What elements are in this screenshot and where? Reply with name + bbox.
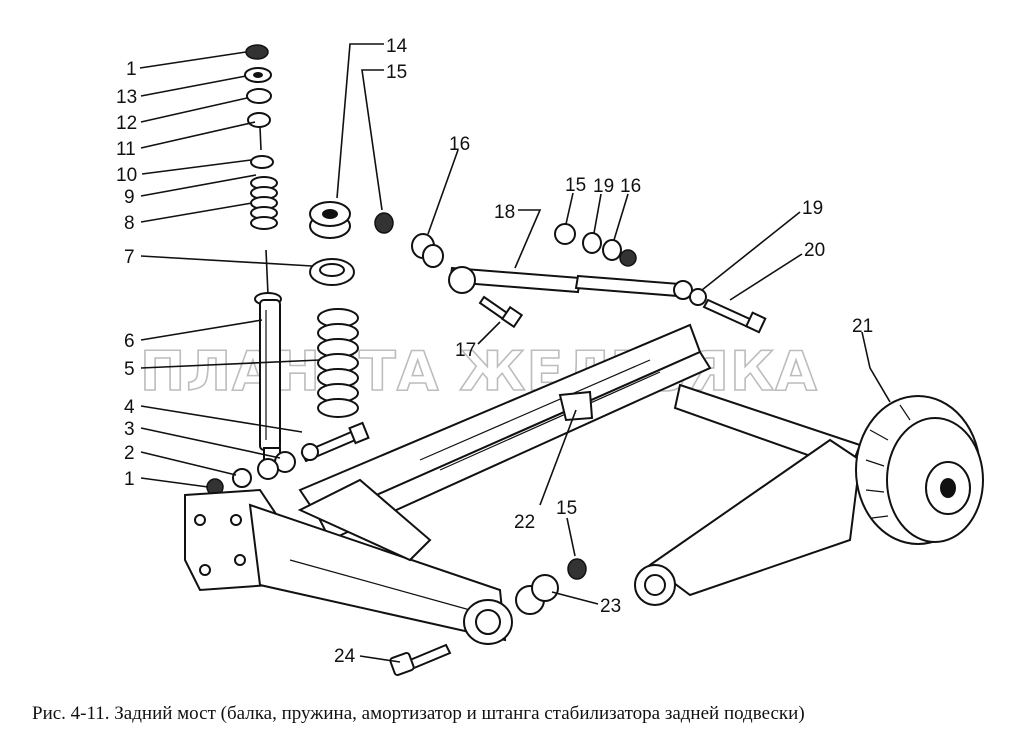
lower-shock-fasteners [206,421,370,496]
rubber-insulator [309,258,355,286]
callout-16: 16 [449,134,470,155]
callout-17: 17 [455,340,476,361]
callout-20: 20 [804,240,825,261]
callout-1: 1 [126,59,137,80]
callout-9: 9 [124,187,135,208]
leader-lines [139,43,891,663]
callout-3: 3 [124,419,135,440]
callout-labels: 1 13 12 11 10 9 8 7 6 5 4 3 2 1 14 15 16… [116,36,873,667]
callout-2: 2 [124,443,135,464]
right-trailing-arm [634,383,862,606]
nut [567,558,587,580]
stabilizer-bar [448,266,693,300]
watermark: ПЛАНЕТА ЖЕЛЕЗЯКА [140,340,818,403]
brake-drum [855,395,984,545]
bolt [478,295,524,329]
callout-10: 10 [116,165,137,186]
bar-fasteners [554,223,707,306]
left-trailing-arm [184,478,513,645]
figure-caption: Рис. 4-11. Задний мост (балка, пружина, … [32,703,805,724]
arm-bushing [515,574,559,615]
callout-19: 19 [593,176,614,197]
bushing [411,233,444,268]
callout-5: 5 [124,359,135,380]
callout-11: 11 [116,139,136,160]
bolt [702,298,767,334]
strut-stack [244,44,278,230]
coil-spring [317,308,359,418]
callout-14: 14 [386,36,408,57]
callout-4: 4 [124,397,135,418]
callout-15: 15 [386,62,407,83]
callout-19-right: 19 [802,198,823,219]
spring-cup [309,201,351,239]
callout-6: 6 [124,331,135,352]
callout-7: 7 [124,247,135,268]
axle-beam [298,323,712,542]
callout-13: 13 [116,87,137,108]
callout-8: 8 [124,213,135,234]
callout-23: 23 [600,596,621,617]
callout-1-lower: 1 [124,469,135,490]
callout-22: 22 [514,512,535,533]
callout-12: 12 [116,113,137,134]
nut [374,212,394,234]
callout-21: 21 [852,316,873,337]
callout-18: 18 [494,202,515,223]
callout-16-bar: 16 [620,176,641,197]
callout-15-bar: 15 [565,175,586,196]
callout-24: 24 [334,646,356,667]
callout-15-lower: 15 [556,498,577,519]
arm-bolt [389,643,452,677]
